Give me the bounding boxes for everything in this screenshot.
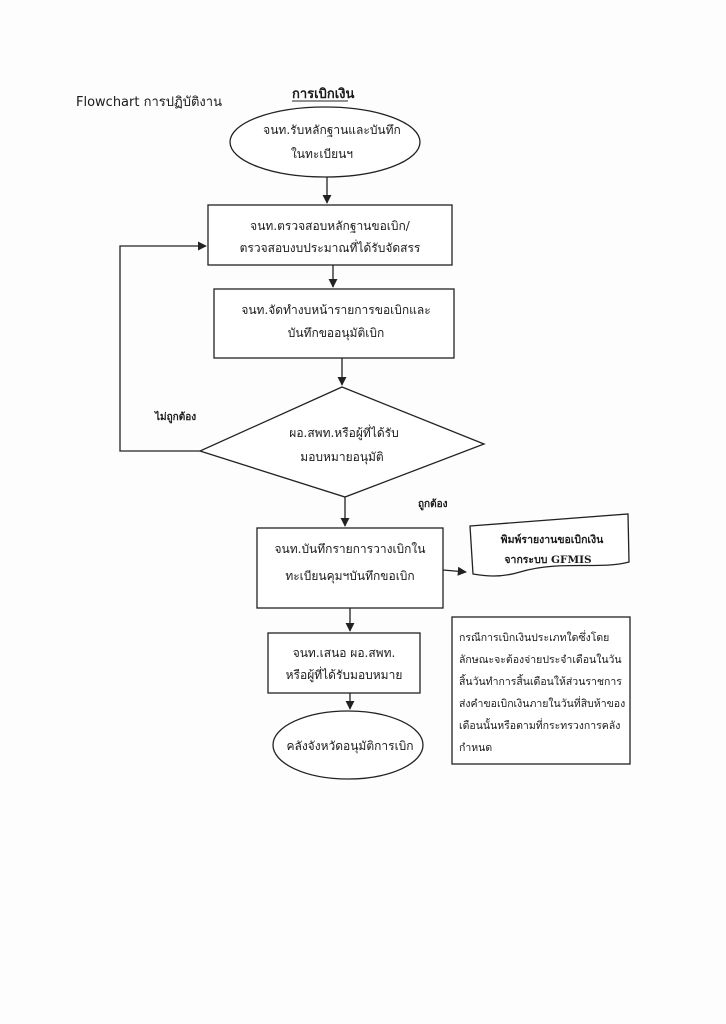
label-not-correct: ไม่ถูกต้อง bbox=[154, 410, 196, 424]
present-node-line-1: จนท.เสนอ ผอ.สพท. bbox=[293, 646, 396, 660]
prepare-request-node: จนท.จัดทำงบหน้ารายการขอเบิกและ บันทึกขออ… bbox=[213, 288, 455, 359]
check-node-line-1: จนท.ตรวจสอบหลักฐานขอเบิก/ bbox=[250, 219, 411, 233]
approval-decision-node: ผอ.สพท.หรือผู้ที่ได้รับ มอบหมายอนุมัติ bbox=[198, 386, 486, 498]
note-line-2: ลักษณะจะต้องจ่ายประจำเดือนในวัน bbox=[459, 653, 622, 666]
label-correct: ถูกต้อง bbox=[418, 498, 448, 511]
document-line-2: จากระบบ GFMIS bbox=[504, 554, 591, 566]
check-node-line-2: ตรวจสอบงบประมาณที่ได้รับจัดสรร bbox=[240, 239, 421, 255]
end-node-text: คลังจังหวัดอนุมัติการเบิก bbox=[286, 739, 413, 754]
record-node-line-1: จนท.บันทึกรายการวางเบิกใน bbox=[274, 542, 425, 556]
note-line-4: ส่งคำขอเบิกเงินภายในวันที่สิบห้าของ bbox=[459, 696, 625, 710]
note-line-1: กรณีการเบิกเงินประเภทใดซึ่งโดย bbox=[459, 630, 609, 644]
end-node: คลังจังหวัดอนุมัติการเบิก bbox=[272, 710, 424, 780]
arrow-decision-reject-loop bbox=[119, 241, 207, 452]
decision-node-line-1: ผอ.สพท.หรือผู้ที่ได้รับ bbox=[289, 424, 398, 441]
document-line-1: พิมพ์รายงานขอเบิกเงิน bbox=[501, 533, 605, 546]
start-node: จนท.รับหลักฐานและบันทึก ในทะเบียนฯ bbox=[229, 106, 421, 178]
flowchart-heading: Flowchart การปฏิบัติงาน bbox=[76, 95, 222, 110]
arrow-record-to-document bbox=[442, 566, 467, 576]
prepare-node-line-1: จนท.จัดทำงบหน้ารายการขอเบิกและ bbox=[241, 303, 430, 317]
present-node-line-2: หรือผู้ที่ได้รับมอบหมาย bbox=[286, 666, 403, 683]
present-director-node: จนท.เสนอ ผอ.สพท. หรือผู้ที่ได้รับมอบหมาย bbox=[267, 632, 421, 694]
start-node-line-2: ในทะเบียนฯ bbox=[291, 147, 353, 161]
note-box: กรณีการเบิกเงินประเภทใดซึ่งโดย ลักษณะจะต… bbox=[451, 616, 631, 765]
prepare-node-line-2: บันทึกขออนุมัติเบิก bbox=[288, 326, 385, 341]
check-documents-node: จนท.ตรวจสอบหลักฐานขอเบิก/ ตรวจสอบงบประมา… bbox=[207, 204, 453, 266]
record-withdrawal-node: จนท.บันทึกรายการวางเบิกใน ทะเบียนคุมฯบัน… bbox=[256, 527, 444, 609]
note-line-3: สิ้นวันทำการสิ้นเดือนให้ส่วนราชการ bbox=[459, 674, 622, 688]
start-node-line-1: จนท.รับหลักฐานและบันทึก bbox=[263, 123, 401, 137]
decision-node-line-2: มอบหมายอนุมัติ bbox=[300, 450, 383, 465]
gfmis-report-document: พิมพ์รายงานขอเบิกเงิน จากระบบ GFMIS bbox=[469, 513, 630, 577]
note-line-5: เดือนนั้นหรือตามที่กระทรวงการคลัง bbox=[459, 718, 620, 732]
page-title: การเบิกเงิน bbox=[292, 87, 355, 102]
record-node-line-2: ทะเบียนคุมฯบันทึกขอเบิก bbox=[285, 569, 414, 584]
note-line-6: กำหนด bbox=[459, 742, 492, 754]
